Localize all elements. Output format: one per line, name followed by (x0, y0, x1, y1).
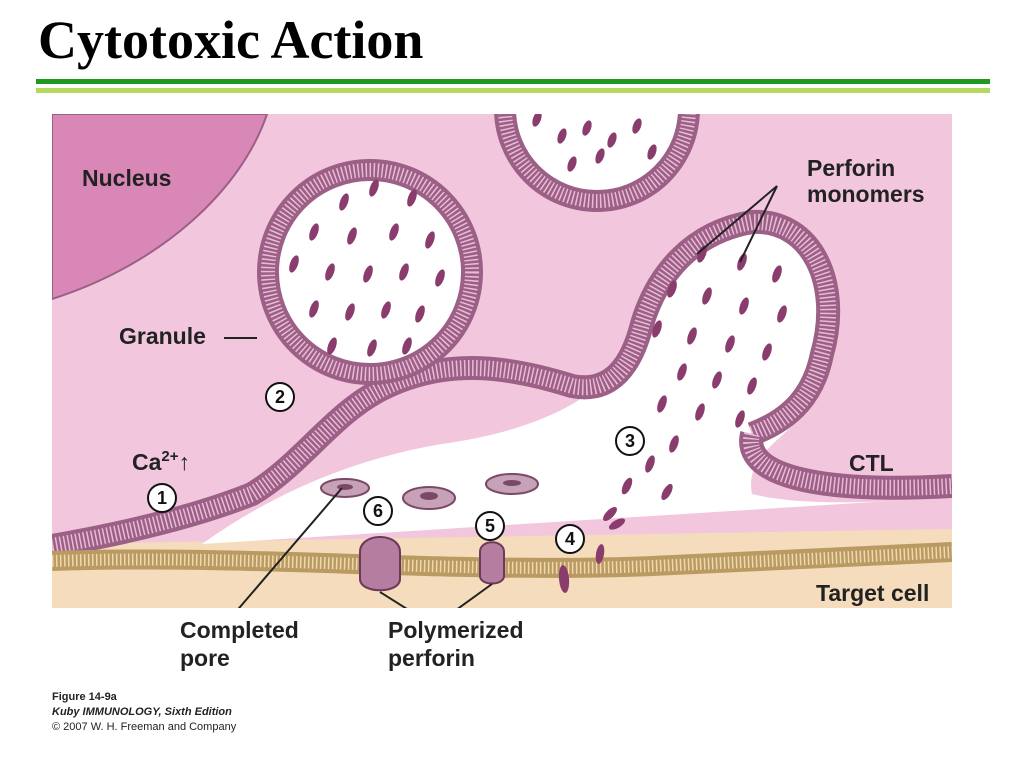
target-membrane-stripes (52, 546, 952, 574)
svg-text:5: 5 (485, 516, 495, 536)
calcium-charge: 2+ (161, 448, 178, 465)
granule-left-stripes (261, 163, 479, 381)
step-marker-1: 1 (147, 483, 177, 513)
perforin-monomers-left (289, 179, 445, 357)
calcium-arrow: ↑ (179, 449, 191, 475)
svg-text:4: 4 (565, 529, 575, 549)
polymerized-perforin (359, 536, 505, 592)
polymerized-perforin-label: Polymerized perforin (388, 616, 524, 672)
step-marker-2: 2 (265, 382, 295, 412)
perforin-monomers-bleb (558, 245, 787, 593)
svg-text:2: 2 (275, 387, 285, 407)
calcium-label: Ca2+↑ (132, 448, 190, 475)
caption-figure-id: Figure 14-9a (52, 691, 117, 703)
perforin-monomers-top (532, 114, 657, 172)
ctl-membrane (52, 209, 841, 558)
polymerized-line2: perforin (388, 645, 475, 671)
granule-label: Granule (119, 323, 206, 349)
figure-caption: Figure 14-9a Kuby IMMUNOLOGY, Sixth Edit… (52, 690, 236, 735)
caption-book: Kuby IMMUNOLOGY, Sixth Edition (52, 706, 232, 718)
leader-lines (224, 185, 778, 608)
svg-text:3: 3 (625, 431, 635, 451)
title-divider-light (36, 88, 990, 93)
polymerized-line1: Polymerized (388, 617, 524, 643)
step-marker-5: 5 (475, 511, 505, 541)
nucleus (52, 114, 269, 301)
target-cell-label: Target cell (816, 580, 929, 606)
completed-pore-line2: pore (180, 645, 230, 671)
step-marker-6: 6 (363, 496, 393, 526)
calcium-symbol: Ca (132, 449, 162, 475)
completed-pore-centers (337, 480, 521, 500)
title-divider-dark (36, 79, 990, 84)
ctl-label: CTL (849, 450, 894, 476)
caption-copyright: © 2007 W. H. Freeman and Company (52, 721, 237, 733)
slide-title: Cytotoxic Action (38, 10, 424, 70)
nucleus-label: Nucleus (82, 165, 171, 191)
step-marker-3: 3 (615, 426, 645, 456)
completed-pore-line1: Completed (180, 617, 299, 643)
perforin-label-line2: monomers (807, 181, 925, 207)
granule-top-stripes (498, 114, 696, 208)
svg-text:6: 6 (373, 501, 383, 521)
svg-text:1: 1 (157, 488, 167, 508)
ctl-membrane-lower-stripes (743, 432, 952, 496)
perforin-label-line1: Perforin (807, 155, 895, 181)
completed-pore-label: Completed pore (180, 616, 299, 672)
step-marker-4: 4 (555, 524, 585, 554)
cytotoxic-action-diagram: 1 2 3 4 5 6 Nucleus Perforin monomers Gr… (52, 114, 952, 608)
